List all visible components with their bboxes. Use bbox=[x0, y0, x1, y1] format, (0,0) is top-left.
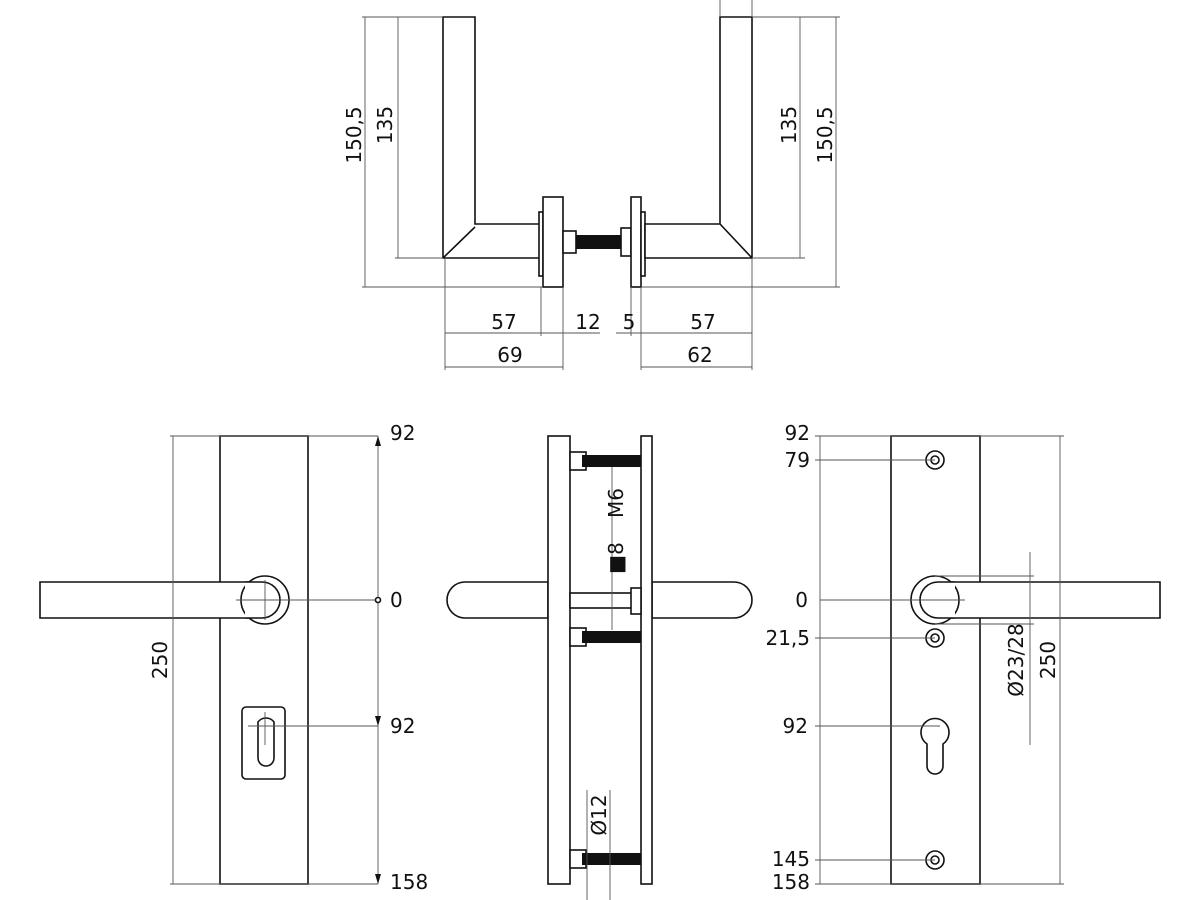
dim-left-rose-thickness: 12 bbox=[575, 310, 600, 334]
front-right-dimension-lines bbox=[815, 435, 1064, 885]
label-spindle: ■8 bbox=[604, 542, 628, 574]
right-lever-profile bbox=[644, 16, 753, 259]
front-view-right: Ø23/28 250 92 79 0 21,5 92 145 158 bbox=[765, 421, 1161, 894]
dim-left-lever-length: 57 bbox=[491, 310, 516, 334]
top-view: 150,5 135 135 150,5 57 12 69 5 57 62 bbox=[342, 0, 840, 370]
left-lever bbox=[446, 581, 549, 619]
dim-bottom: 158 bbox=[390, 870, 428, 894]
screw-middle bbox=[569, 627, 641, 647]
dim-right-lever-length: 57 bbox=[690, 310, 715, 334]
dim-cylinder: 92 bbox=[390, 714, 415, 738]
dim-top: 92 bbox=[390, 421, 415, 445]
front-left-dimension-lines bbox=[170, 435, 379, 885]
right-lever bbox=[651, 581, 753, 619]
left-lever-profile bbox=[442, 16, 546, 259]
right-rose bbox=[630, 196, 642, 288]
dim-plate-height: 250 bbox=[1036, 641, 1060, 679]
outer-plate bbox=[547, 435, 571, 885]
label-screw-diameter: Ø12 bbox=[587, 794, 611, 835]
keyhole bbox=[920, 717, 950, 775]
dim-plate-height: 250 bbox=[148, 641, 172, 679]
keyhole bbox=[257, 717, 275, 767]
spindle-thread bbox=[576, 235, 621, 249]
backplate bbox=[890, 435, 981, 885]
dim-screw-bottom: 145 bbox=[772, 847, 810, 871]
spindle-nut bbox=[620, 227, 632, 257]
lever-bar bbox=[937, 581, 1161, 619]
dim-left-height-lever: 135 bbox=[373, 106, 397, 144]
side-view: M6 ■8 Ø12 bbox=[446, 435, 753, 900]
inner-plate bbox=[640, 435, 653, 885]
spindle-collar bbox=[630, 587, 642, 615]
dim-right-height-lever: 135 bbox=[777, 106, 801, 144]
dim-screw-top: 79 bbox=[785, 448, 810, 472]
dim-right-total-length: 62 bbox=[687, 343, 712, 367]
dim-left-total-length: 69 bbox=[497, 343, 522, 367]
dim-left-height-total: 150,5 bbox=[342, 106, 366, 163]
label-screw-thread: M6 bbox=[604, 488, 628, 518]
left-rose bbox=[542, 196, 564, 288]
front-view-left: 250 92 0 92 158 bbox=[39, 421, 428, 894]
top-view-dimension-lines bbox=[362, 0, 840, 370]
dim-center: 0 bbox=[390, 588, 403, 612]
dim-screw-mid: 21,5 bbox=[765, 626, 810, 650]
dim-cylinder: 92 bbox=[783, 714, 808, 738]
spindle-collar bbox=[562, 230, 577, 254]
spindle bbox=[569, 592, 635, 609]
screw-top bbox=[569, 451, 641, 471]
dim-right-rose-thickness: 5 bbox=[623, 310, 636, 334]
dim-right-height-total: 150,5 bbox=[813, 106, 837, 163]
lever-bar bbox=[39, 581, 263, 619]
dim-rose-diameter: Ø23/28 bbox=[1004, 623, 1028, 696]
dim-center: 0 bbox=[795, 588, 808, 612]
backplate bbox=[219, 435, 309, 885]
screw-bottom bbox=[569, 849, 641, 869]
dim-bottom: 158 bbox=[772, 870, 810, 894]
dim-top: 92 bbox=[785, 421, 810, 445]
